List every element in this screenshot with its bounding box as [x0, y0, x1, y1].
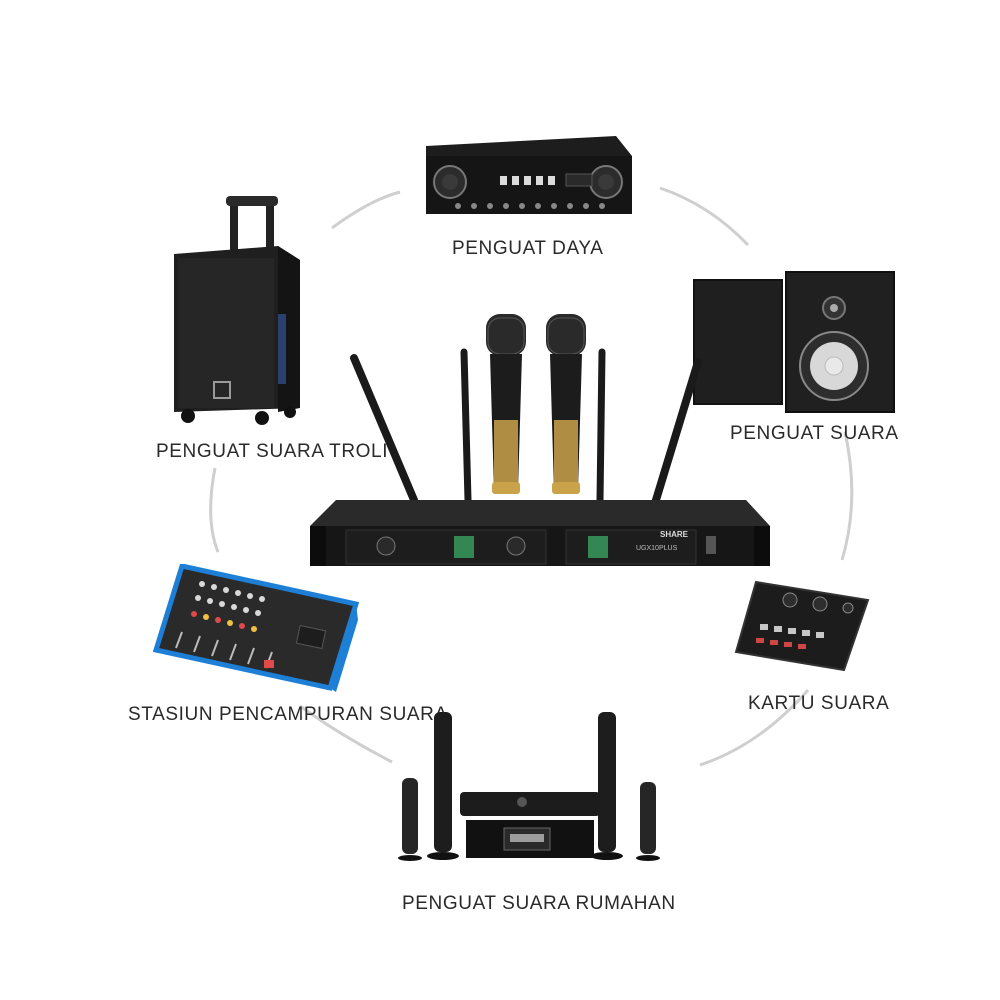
sound-card-image	[734, 580, 870, 672]
trolley-speaker-image	[174, 196, 300, 425]
label-mixer: STASIUN PENCAMPURAN SUARA	[128, 704, 448, 725]
label-sound-card: KARTU SUARA	[748, 693, 890, 714]
label-home-theater: PENGUAT SUARA RUMAHAN	[402, 893, 676, 914]
power-amplifier-image	[426, 136, 632, 214]
label-trolley-speaker: PENGUAT SUARA TROLI	[156, 441, 389, 462]
label-bookshelf-speakers: PENGUAT SUARA	[730, 423, 899, 444]
receiver-model-text: UGX10PLUS	[636, 545, 678, 552]
bookshelf-speakers-image	[693, 271, 895, 413]
wireless-microphone-receiver-image	[310, 314, 770, 566]
label-power-amplifier: PENGUAT DAYA	[452, 238, 604, 259]
audio-mixer-image	[152, 564, 360, 692]
receiver-brand-text: SHARE	[660, 530, 689, 539]
home-theater-system-image	[398, 712, 660, 861]
